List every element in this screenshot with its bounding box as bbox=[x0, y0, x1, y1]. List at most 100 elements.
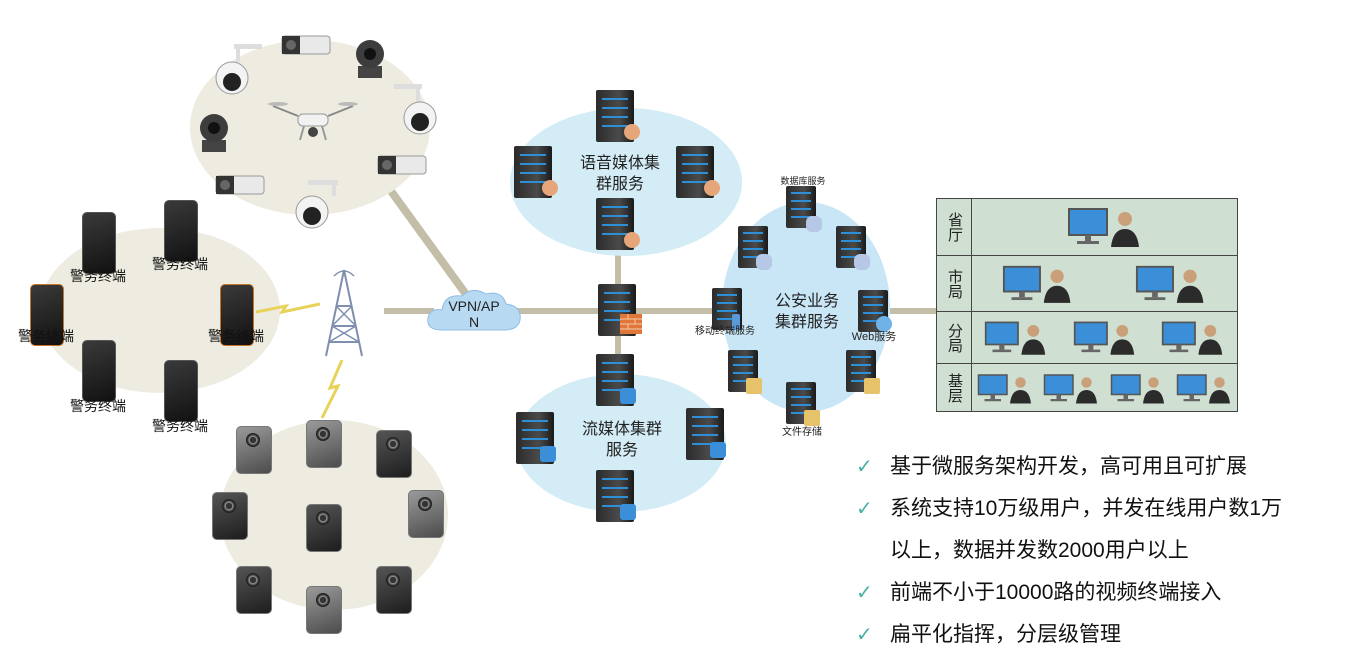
workstation-icon bbox=[1043, 373, 1097, 403]
workstation-icon bbox=[1162, 321, 1223, 355]
web-icon bbox=[876, 316, 892, 332]
phone-label: 警务终端 bbox=[152, 418, 208, 434]
stream-cluster-label: 流媒体集群服务 bbox=[582, 421, 663, 459]
feature-item-continued: 以上，数据并发数2000用户以上 bbox=[856, 530, 1336, 572]
feature-text: 扁平化指挥，分层级管理 bbox=[890, 623, 1121, 646]
stream-icon bbox=[620, 388, 636, 404]
phone-label: 警务终端 bbox=[208, 328, 264, 344]
link-cloud-firewall bbox=[510, 308, 605, 314]
dome-camera-icon bbox=[394, 84, 437, 135]
stream-icon bbox=[620, 504, 636, 520]
user-icon bbox=[704, 180, 720, 196]
bodycam-icon bbox=[236, 426, 272, 474]
level-row: 市局 bbox=[937, 255, 1237, 312]
user-icon bbox=[624, 124, 640, 140]
command-level-table: 省厅市局分局基层 bbox=[936, 198, 1238, 412]
link-firewall-stream bbox=[615, 335, 621, 365]
phone-icon bbox=[220, 284, 254, 346]
workstation-icon bbox=[977, 373, 1031, 403]
folder-icon bbox=[864, 378, 880, 394]
link-police-table bbox=[890, 308, 938, 314]
firewall-icon bbox=[620, 314, 642, 334]
stream-icon bbox=[540, 446, 556, 462]
link-tower-cloud bbox=[384, 308, 434, 314]
phone-icon bbox=[30, 284, 64, 346]
stream-icon bbox=[710, 442, 726, 458]
server-icon bbox=[686, 408, 724, 460]
phone-icon bbox=[164, 200, 198, 262]
check-icon: ✓ bbox=[856, 456, 873, 478]
database-icon bbox=[854, 254, 870, 270]
workstation-icon bbox=[984, 321, 1046, 355]
phone-icon bbox=[82, 340, 116, 402]
check-icon: ✓ bbox=[856, 498, 873, 520]
database-icon bbox=[756, 254, 772, 270]
drone-icon bbox=[268, 102, 358, 141]
folder-icon bbox=[746, 378, 762, 394]
workstation-icon bbox=[1068, 208, 1139, 247]
folder-icon bbox=[804, 410, 820, 426]
workstation-icon bbox=[1003, 265, 1071, 303]
phone-icon bbox=[164, 360, 198, 422]
dome-camera-icon bbox=[295, 180, 338, 229]
feature-text: 系统支持10万级用户，并发在线用户数1万 bbox=[890, 497, 1283, 520]
bodycam-icon bbox=[236, 566, 272, 614]
feature-text: 基于微服务架构开发，高可用且可扩展 bbox=[890, 455, 1247, 478]
bodycam-icon bbox=[376, 566, 412, 614]
police-cluster-label: 公安业务集群服务 bbox=[774, 293, 839, 331]
bullet-camera-icon bbox=[377, 155, 427, 175]
feature-list: ✓ 基于微服务架构开发，高可用且可扩展 ✓ 系统支持10万级用户，并发在线用户数1万… bbox=[856, 446, 1336, 656]
check-icon: ✓ bbox=[856, 624, 873, 646]
phone-icon bbox=[82, 212, 116, 274]
level-label: 市局 bbox=[937, 256, 972, 312]
feature-text: 前端不小于10000路的视频终端接入 bbox=[890, 581, 1222, 604]
feature-item: ✓ 基于微服务架构开发，高可用且可扩展 bbox=[856, 446, 1336, 488]
link-voice-firewall bbox=[615, 250, 621, 290]
workstation-icon bbox=[1136, 265, 1204, 303]
bodycam-icon bbox=[376, 430, 412, 478]
level-label: 省厅 bbox=[937, 199, 972, 255]
feature-text: 以上，数据并发数2000用户以上 bbox=[890, 539, 1189, 562]
bodycam-icon bbox=[306, 586, 342, 634]
file-storage-label: 文件存储 bbox=[782, 427, 822, 438]
dome-camera-icon bbox=[215, 44, 262, 95]
feature-item: ✓ 前端不小于10000路的视频终端接入 bbox=[856, 572, 1336, 614]
mobile-icon bbox=[732, 314, 740, 330]
wireless-signal-icon bbox=[320, 360, 344, 419]
bodycam-icon bbox=[212, 492, 248, 540]
mobile-service-label: 移动终端服务 bbox=[695, 326, 755, 337]
workstation-icon bbox=[1073, 321, 1134, 355]
user-icon bbox=[542, 180, 558, 196]
level-row: 基层 bbox=[937, 363, 1237, 412]
workstation-icon bbox=[1176, 373, 1230, 403]
phone-label: 警务终端 bbox=[70, 268, 126, 284]
link-cameras-cloud bbox=[378, 175, 473, 302]
phone-label: 警务终端 bbox=[18, 328, 74, 344]
level-label: 分局 bbox=[937, 312, 972, 364]
phone-label: 警务终端 bbox=[70, 398, 126, 414]
check-icon: ✓ bbox=[856, 582, 873, 604]
bullet-camera-icon bbox=[281, 35, 331, 55]
ptz-camera-icon bbox=[356, 40, 384, 78]
level-row: 分局 bbox=[937, 311, 1237, 364]
workstation-icon bbox=[1110, 373, 1164, 403]
vpn-cloud-label: VPN/APN bbox=[448, 298, 500, 330]
bodycam-icon bbox=[306, 420, 342, 468]
bodycam-icon bbox=[306, 504, 342, 552]
user-icon bbox=[624, 232, 640, 248]
feature-item: ✓ 系统支持10万级用户，并发在线用户数1万 bbox=[856, 488, 1336, 530]
database-icon bbox=[806, 216, 822, 232]
link-firewall-police bbox=[636, 308, 726, 314]
signal-tower-icon bbox=[325, 269, 363, 357]
vpn-cloud-icon bbox=[427, 290, 521, 331]
voice-cluster-label: 语音媒体集群服务 bbox=[580, 155, 661, 193]
ptz-camera-icon bbox=[200, 114, 228, 152]
level-row: 省厅 bbox=[937, 199, 1237, 255]
feature-item: ✓ 扁平化指挥，分层级管理 bbox=[856, 614, 1336, 656]
wireless-signal-icon bbox=[256, 302, 321, 315]
level-label: 基层 bbox=[937, 364, 972, 412]
phone-label: 警务终端 bbox=[152, 256, 208, 272]
db-service-label: 数据库服务 bbox=[780, 176, 826, 186]
bullet-camera-icon bbox=[215, 175, 265, 195]
web-service-label: Web服务 bbox=[851, 331, 897, 343]
